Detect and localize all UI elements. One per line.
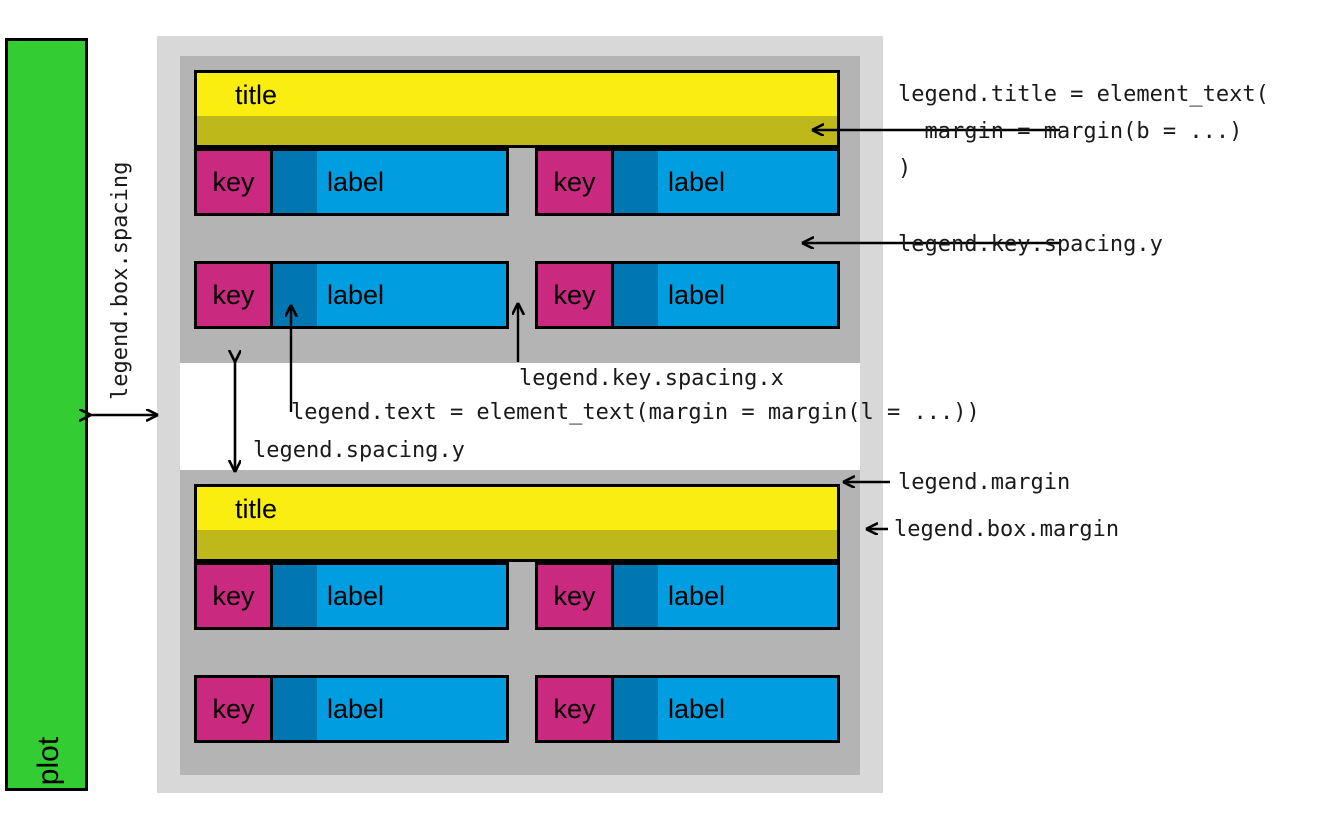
legend2-key-label-1-1: key xyxy=(212,580,255,611)
legend2-label-wrap-1-2: label xyxy=(614,565,837,627)
legend-key-label-2-2: key xyxy=(553,279,596,310)
legend-key-label-2-1: key xyxy=(212,279,255,310)
legend-key-label-1-1: key xyxy=(212,166,255,197)
legend-key-2-1: key xyxy=(197,264,273,326)
plot-box: plot xyxy=(5,38,88,791)
legend-key-label-1-2: key xyxy=(553,166,596,197)
legend-key-1-1: key xyxy=(197,151,273,213)
legend-key-row-1-col-2[interactable]: key label xyxy=(535,148,840,216)
legend2-key-label-2-1: key xyxy=(212,693,255,724)
legend2-key-row-2-col-1[interactable]: key label xyxy=(194,675,509,743)
legend-label-wrap-2-1: label xyxy=(273,264,506,326)
legend-text-margin-2-1 xyxy=(273,264,317,326)
legend2-text-margin-2-2 xyxy=(614,678,658,740)
plot-label-text: plot xyxy=(32,736,66,786)
legend-text-margin-1-1 xyxy=(273,151,317,213)
legend2-label-text-2-1: label xyxy=(327,693,385,724)
legend-label-wrap-2-2: label xyxy=(614,264,837,326)
legend2-key-1-2: key xyxy=(538,565,614,627)
legend-title-text-area-1 xyxy=(197,73,837,116)
legend-key-row-2-col-2[interactable]: key label xyxy=(535,261,840,329)
legend-label-text-2-1: label xyxy=(327,279,385,310)
legend2-key-row-1-col-1[interactable]: key label xyxy=(194,562,509,630)
legend2-label-text-1-1: label xyxy=(327,580,385,611)
legend2-text-margin-2-1 xyxy=(273,678,317,740)
legend-label-text-1-1: label xyxy=(327,166,385,197)
legend2-text-margin-1-1 xyxy=(273,565,317,627)
legend-text-margin-1-2 xyxy=(614,151,658,213)
annotation-legend-title-line3: ) xyxy=(898,156,912,181)
annotation-key-spacing-x: legend.key.spacing.x xyxy=(519,366,784,391)
legend-label-text-2-2: label xyxy=(668,279,726,310)
annotation-legend-margin: legend.margin xyxy=(898,470,1071,495)
legend-title-label-2: title xyxy=(235,494,278,524)
legend2-label-wrap-2-2: label xyxy=(614,678,837,740)
legend2-label-text-2-2: label xyxy=(668,693,726,724)
legend2-key-label-1-2: key xyxy=(553,580,596,611)
legend2-key-row-1-col-2[interactable]: key label xyxy=(535,562,840,630)
legend2-label-wrap-2-1: label xyxy=(273,678,506,740)
legend-label-wrap-1-2: label xyxy=(614,151,837,213)
legend-key-2-2: key xyxy=(538,264,614,326)
legend-key-row-2-col-1[interactable]: key label xyxy=(194,261,509,329)
legend2-text-margin-1-2 xyxy=(614,565,658,627)
legend-title-block-2: title xyxy=(194,484,840,562)
annotation-legend-spacing-y: legend.spacing.y xyxy=(253,438,465,463)
legend2-key-label-2-2: key xyxy=(553,693,596,724)
legend2-key-2-1: key xyxy=(197,678,273,740)
legend2-key-1-1: key xyxy=(197,565,273,627)
legend-title-text-area-2 xyxy=(197,487,837,530)
legend2-key-2-2: key xyxy=(538,678,614,740)
legend-label-text-1-2: label xyxy=(668,166,726,197)
legend-group-2: title key label key label key label key … xyxy=(180,470,860,775)
legend-title-label-1: title xyxy=(235,80,278,110)
annotation-legend-title-line1: legend.title = element_text( xyxy=(898,82,1269,107)
legend-group-1: title key label key label key label key … xyxy=(180,56,860,363)
legend-spacing-y-region xyxy=(180,363,860,470)
legend-text-margin-2-2 xyxy=(614,264,658,326)
legend2-label-text-1-2: label xyxy=(668,580,726,611)
annotation-legend-text: legend.text = element_text(margin = marg… xyxy=(291,400,980,425)
annotation-box-spacing: legend.box.spacing xyxy=(108,161,133,400)
plot-label: plot xyxy=(8,737,91,785)
annotation-key-spacing-y: legend.key.spacing.y xyxy=(898,232,1163,257)
annotation-legend-box-margin: legend.box.margin xyxy=(894,517,1120,542)
legend2-label-wrap-1-1: label xyxy=(273,565,506,627)
legend-key-1-2: key xyxy=(538,151,614,213)
legend-title-block-1: title xyxy=(194,70,840,148)
legend-key-row-1-col-1[interactable]: key label xyxy=(194,148,509,216)
legend-label-wrap-1-1: label xyxy=(273,151,506,213)
legend2-key-row-2-col-2[interactable]: key label xyxy=(535,675,840,743)
annotation-legend-title-line2: margin = margin(b = ...) xyxy=(898,119,1243,144)
